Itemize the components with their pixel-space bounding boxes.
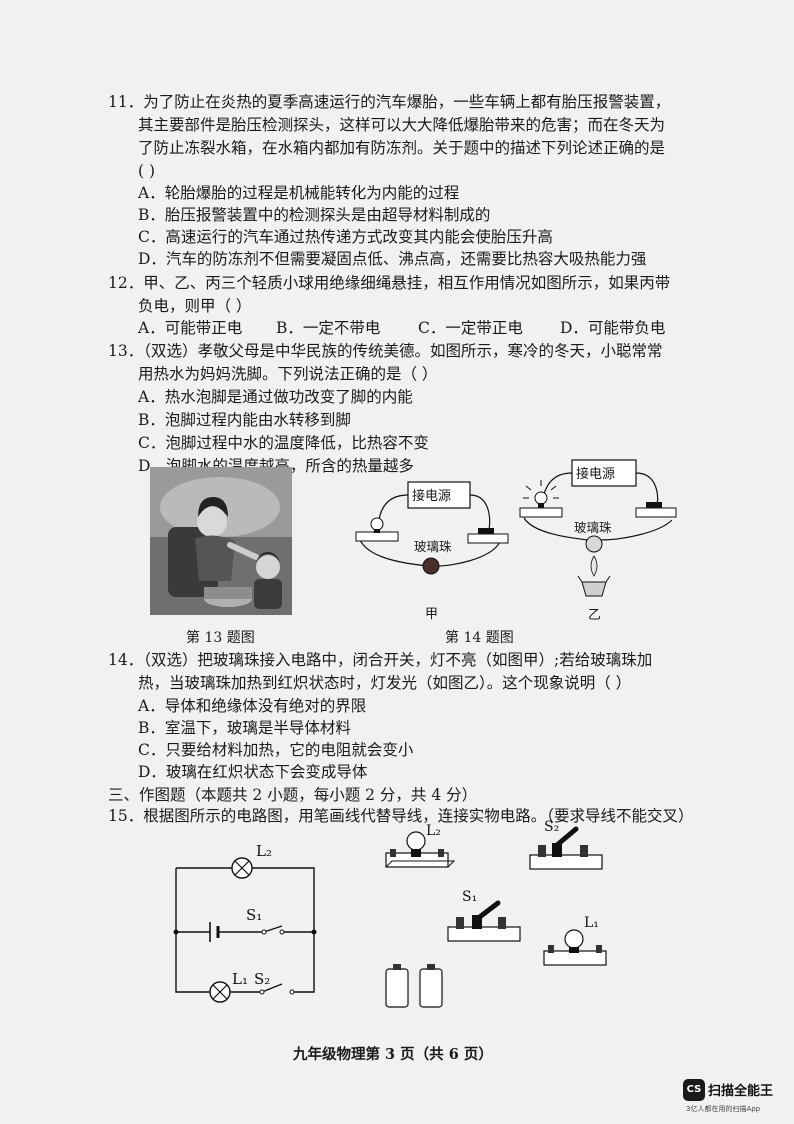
q13-option-a: A．热水泡脚是通过做功改变了脚的内能 [138,388,413,406]
q11-option-c: C．高速运行的汽车通过热传递方式改变其内能会使胎压升高 [138,228,553,246]
circuit-label-s2: S₂ [254,970,270,988]
fig14-jia-label: 甲 [425,607,439,622]
q11-answer-paren: ( ) [138,162,156,180]
component-label-l2: L₂ [426,823,441,839]
section3-heading: 三、作图题（本题共 2 小题，每小题 2 分，共 4 分） [108,786,478,804]
q12-line1: 12．甲、乙、丙三个轻质小球用绝缘细绳悬挂，相互作用情况如图所示，如果丙带 [108,274,671,292]
component-label-s1: S₁ [462,889,477,905]
fig14-caption: 第 14 题图 [445,630,514,646]
fig13-caption: 第 13 题图 [186,630,255,646]
circuit-label-l2: L₂ [256,842,272,860]
fig14-yi-label: 乙 [588,608,602,623]
q13-line1: 13．（双选）孝敬父母是中华民族的传统美德。如图所示，寒冷的冬天，小聪常常 [108,342,663,360]
q14-option-b: B．室温下，玻璃是半导体材料 [138,719,351,737]
circuit-label-l1: L₁ [232,970,248,988]
circuit-label-s1: S₁ [246,906,262,924]
q11-line1: 11．为了防止在炎热的夏季高速运行的汽车爆胎，一些车辆上都有胎压报警装置， [108,93,671,111]
q12-option-c: C．一定带正电 [418,319,523,337]
q14-option-c: C．只要给材料加热，它的电阻就会变小 [138,741,414,759]
camscanner-tagline: 3亿人都在用的扫描App [686,1105,761,1113]
q15-circuit-diagram: L₂ S₁ L₁ S₂ [173,842,317,1003]
q12-option-b: B．一定不带电 [276,319,381,337]
q15-text: 15．根据图所示的电路图，用笔画线代替导线，连接实物电路。（要求导线不能交叉） [108,807,694,825]
camscanner-brand: 扫描全能王 [708,1084,774,1099]
component-label-s2: S₂ [544,819,559,835]
camscanner-logo: CS [683,1079,705,1101]
fig14-yi-diagram [519,459,677,597]
q14-option-a: A．导体和绝缘体没有绝对的界限 [138,697,367,715]
fig13-photo [150,467,292,615]
fig14-yi-glass-label: 玻璃珠 [574,520,612,535]
fig14-jia-power-label: 接电源 [412,489,452,504]
q11-option-a: A．轮胎爆胎的过程是机械能转化为内能的过程 [138,184,460,202]
q15-components: L₂ S₂ S₁ L₁ [385,819,607,1008]
q13-line2: 用热水为妈妈洗脚。下列说法正确的是（ ） [138,365,438,383]
q11-option-d: D．汽车的防冻剂不但需要凝固点低、沸点高，还需要比热容大吸热能力强 [138,250,647,268]
component-label-l1: L₁ [584,915,599,931]
q14-line1: 14．（双选）把玻璃珠接入电路中，闭合开关，灯不亮（如图甲）;若给玻璃珠加 [108,651,653,669]
q11-line3: 了防止冻裂水箱，在水箱内都加有防冻剂。关于题中的描述下列论述正确的是 [138,139,666,157]
fig14-jia-glass-label: 玻璃珠 [414,539,452,554]
q12-line2: 负电，则甲（ ） [138,297,252,315]
q13-option-c: C．泡脚过程中水的温度降低，比热容不变 [138,434,429,452]
q14-option-d: D．玻璃在红炽状态下会变成导体 [138,763,368,781]
q14-line2: 热，当玻璃珠加热到红炽状态时，灯发光（如图乙）。这个现象说明（ ） [138,674,632,692]
q12-option-a: A．可能带正电 [138,319,243,337]
q13-option-b: B．泡脚过程内能由水转移到脚 [138,411,351,429]
fig14-yi-power-label: 接电源 [576,467,616,482]
fig14-jia-diagram [355,481,509,575]
page-footer: 九年级物理第 3 页（共 6 页） [293,1046,493,1063]
q12-option-d: D．可能带负电 [560,319,666,337]
q11-option-b: B．胎压报警装置中的检测探头是由超导材料制成的 [138,206,491,224]
q11-line2: 其主要部件是胎压检测探头，这样可以大大降低爆胎带来的危害；而在冬天为 [138,116,666,134]
